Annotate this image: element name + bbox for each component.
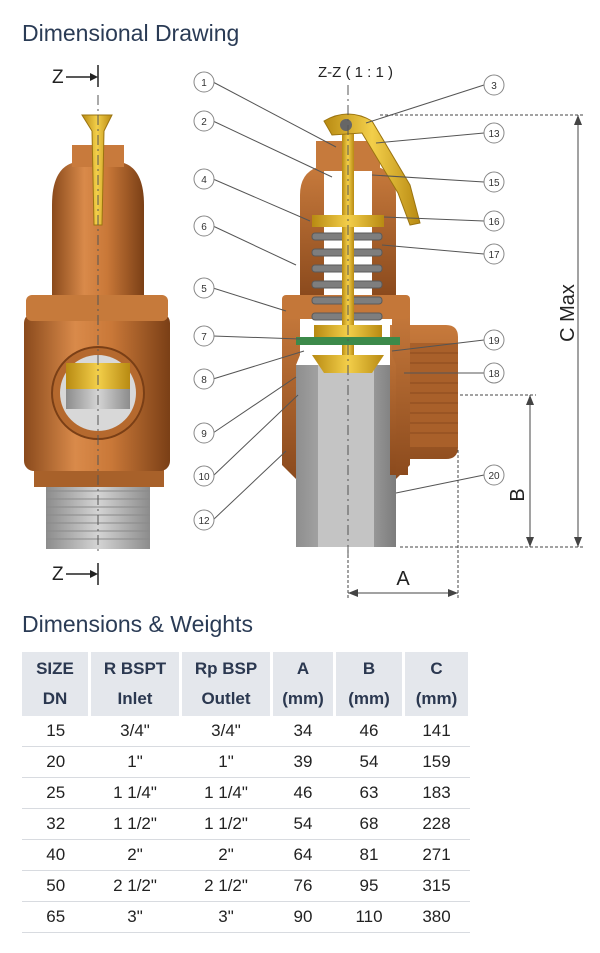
cell-outlet: 2": [180, 839, 272, 871]
cell-b: 54: [334, 746, 404, 778]
cell-c: 183: [403, 777, 470, 809]
valve-exterior-view: Z Z: [24, 65, 170, 585]
cell-b: 110: [334, 901, 404, 933]
callout-15: 15: [488, 178, 500, 189]
dimensions-title: Dimensions & Weights: [22, 611, 253, 637]
callout-13: 13: [488, 129, 500, 140]
cell-b: 63: [334, 777, 404, 809]
callout-7: 7: [201, 332, 207, 343]
dimension-a-label: A: [396, 568, 410, 590]
callout-17: 17: [488, 250, 500, 261]
cell-b: 68: [334, 808, 404, 840]
table-row: 25 1 1/4" 1 1/4" 46 63 183: [22, 777, 470, 809]
cell-outlet: 2 1/2": [180, 870, 272, 902]
callout-19: 19: [488, 336, 500, 347]
cell-size: 65: [22, 901, 90, 933]
cell-inlet: 3": [89, 901, 181, 933]
cell-inlet: 1": [89, 746, 181, 778]
header-a: A(mm): [271, 652, 336, 716]
cell-inlet: 1 1/2": [89, 808, 181, 840]
cell-inlet: 2 1/2": [89, 870, 181, 902]
table-row: 32 1 1/2" 1 1/2" 54 68 228: [22, 808, 470, 840]
callout-2: 2: [201, 117, 207, 128]
section-marker-bottom: Z: [52, 564, 64, 585]
cell-b: 95: [334, 870, 404, 902]
header-b: B(mm): [334, 652, 405, 716]
cell-outlet: 1 1/4": [180, 777, 272, 809]
cell-c: 159: [403, 746, 470, 778]
cell-a: 90: [271, 901, 335, 933]
right-callouts: 3 13 15 16 17 19 18 20: [483, 74, 505, 486]
callout-8: 8: [201, 375, 207, 386]
table-row: 50 2 1/2" 2 1/2" 76 95 315: [22, 870, 470, 902]
section-label: Z-Z ( 1 : 1 ): [318, 64, 393, 81]
header-c: C(mm): [403, 652, 471, 716]
cell-c: 315: [403, 870, 470, 902]
cell-outlet: 1 1/2": [180, 808, 272, 840]
callout-12: 12: [198, 516, 210, 527]
section-marker-top: Z: [52, 67, 64, 88]
valve-dimensional-drawing: Z Z Z-Z ( 1 : 1 ): [24, 64, 585, 600]
callout-1: 1: [201, 78, 207, 89]
cell-size: 32: [22, 808, 90, 840]
cell-size: 15: [22, 716, 90, 747]
cell-outlet: 1": [180, 746, 272, 778]
cell-c: 380: [403, 901, 470, 933]
table-row: 15 3/4" 3/4" 34 46 141: [22, 716, 470, 747]
cell-size: 40: [22, 839, 90, 871]
table-row: 40 2" 2" 64 81 271: [22, 839, 470, 871]
drawing-title: Dimensional Drawing: [22, 20, 240, 46]
cell-inlet: 1 1/4": [89, 777, 181, 809]
callout-10: 10: [198, 472, 210, 483]
callout-6: 6: [201, 222, 207, 233]
cell-b: 81: [334, 839, 404, 871]
cell-outlet: 3": [180, 901, 272, 933]
valve-section-view: Z-Z ( 1 : 1 ): [193, 64, 585, 600]
left-callouts: 1 2 4 6 5 7 8 9 10 12: [193, 71, 215, 531]
cell-inlet: 3/4": [89, 716, 181, 747]
cell-outlet: 3/4": [180, 716, 272, 747]
cell-a: 64: [271, 839, 335, 871]
callout-16: 16: [488, 217, 500, 228]
cell-inlet: 2": [89, 839, 181, 871]
callout-5: 5: [201, 284, 207, 295]
cell-c: 271: [403, 839, 470, 871]
cell-a: 34: [271, 716, 335, 747]
cell-c: 141: [403, 716, 470, 747]
callout-9: 9: [201, 429, 207, 440]
cell-size: 20: [22, 746, 90, 778]
cell-c: 228: [403, 808, 470, 840]
callout-20: 20: [488, 471, 500, 482]
cell-a: 39: [271, 746, 335, 778]
cell-size: 25: [22, 777, 90, 809]
cell-a: 54: [271, 808, 335, 840]
dimension-b-label: B: [507, 488, 529, 501]
callout-4: 4: [201, 175, 207, 186]
dimension-c-label: C Max: [557, 284, 579, 342]
cell-a: 46: [271, 777, 335, 809]
cell-b: 46: [334, 716, 404, 747]
table-row: 65 3" 3" 90 110 380: [22, 901, 470, 933]
cell-size: 50: [22, 870, 90, 902]
callout-3: 3: [491, 81, 497, 92]
callout-18: 18: [488, 369, 500, 380]
table-row: 20 1" 1" 39 54 159: [22, 746, 470, 778]
cell-a: 76: [271, 870, 335, 902]
